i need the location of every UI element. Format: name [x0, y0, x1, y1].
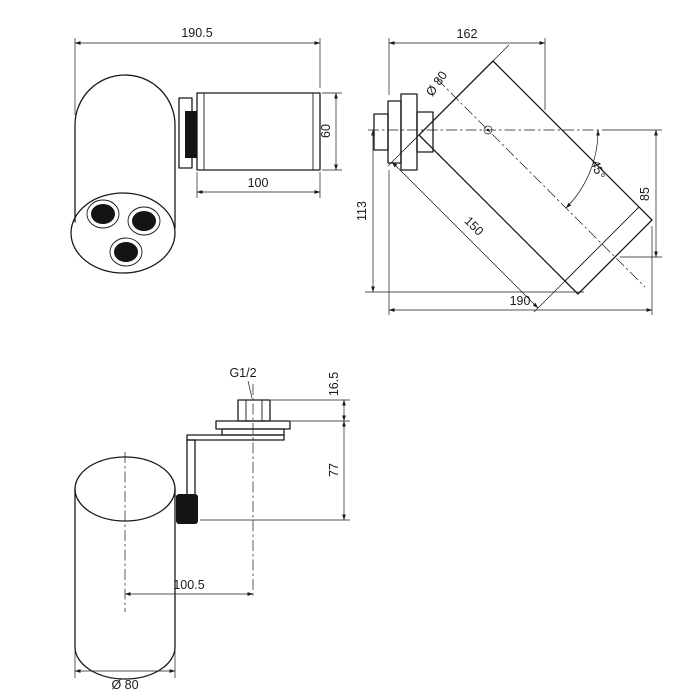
dimension-face-center-height: 85 [612, 129, 662, 258]
dim-center-offset-label: 100.5 [173, 578, 204, 592]
extension-line [533, 280, 566, 313]
wall-flange [387, 100, 402, 164]
dimension-body-length: 150 [387, 134, 566, 313]
front-view: G1/2 16.5 77 100.5 [74, 366, 350, 692]
side-view: 190.5 60 100 [70, 26, 342, 274]
thread-leader-line [247, 380, 253, 399]
dimension-head-diameter: 60 [319, 92, 342, 171]
dim-drop-height-label: 113 [355, 201, 369, 221]
dimension-head-length: 100 [196, 172, 321, 198]
dim-wall-to-face-label: 162 [457, 27, 478, 41]
dim-head-diameter-label: 60 [319, 124, 333, 138]
nozzle-ring-2 [127, 206, 161, 236]
axis-centerline [436, 78, 646, 288]
dimension-bracket-drop: 77 [200, 420, 350, 521]
dim-head-diameter-tilted-label: Ø 80 [423, 69, 450, 99]
pivot-neck [416, 111, 434, 153]
dimension-tilt-angle: 45° [565, 129, 608, 209]
nozzle-2 [132, 211, 156, 231]
thread-nut [237, 399, 271, 422]
tilted-view: 162 Ø 80 45° 113 85 150 [355, 27, 662, 315]
dimension-head-diameter-tilted: Ø 80 [404, 44, 510, 150]
thread-label: G1/2 [229, 366, 256, 380]
wall-plate [400, 93, 418, 171]
dim-head-length-label: 100 [248, 176, 269, 190]
dimension-thread-height: 16.5 [271, 372, 350, 422]
dimension-reach: 190 [388, 170, 653, 315]
dimension-line [404, 44, 510, 150]
bracket-clamp-front [176, 494, 198, 524]
body-capsule-outline [74, 74, 176, 229]
bracket-vertical [186, 439, 196, 499]
dim-overall-width-label: 190.5 [181, 26, 212, 40]
spray-face [70, 192, 176, 274]
dimension-body-diameter: Ø 80 [74, 651, 176, 692]
angle-arc [565, 129, 600, 209]
dim-tilt-angle-label: 45° [588, 158, 608, 181]
nozzle-1 [91, 204, 115, 224]
dim-body-diameter-label: Ø 80 [111, 678, 138, 692]
bracket-arm [186, 434, 285, 441]
dimension-wall-to-face: 162 [388, 27, 546, 110]
dimension-overall-width: 190.5 [74, 26, 321, 115]
wall-nut [373, 113, 389, 151]
dim-face-center-height-label: 85 [638, 187, 652, 201]
dim-thread-height-label: 16.5 [327, 372, 341, 396]
nozzle-ring-3 [109, 237, 143, 267]
extension-line [387, 134, 420, 167]
dim-bracket-drop-label: 77 [327, 463, 341, 477]
nozzle-3 [114, 242, 138, 262]
nozzle-ring-1 [86, 199, 120, 229]
dimension-center-offset: 100.5 [124, 578, 254, 596]
body-bottom-arc [74, 646, 176, 680]
dim-reach-label: 190 [510, 294, 531, 308]
bracket-clamp [185, 111, 197, 158]
dimension-line [391, 161, 539, 309]
face-ring-line [564, 206, 640, 282]
head-cylinder [196, 92, 321, 171]
